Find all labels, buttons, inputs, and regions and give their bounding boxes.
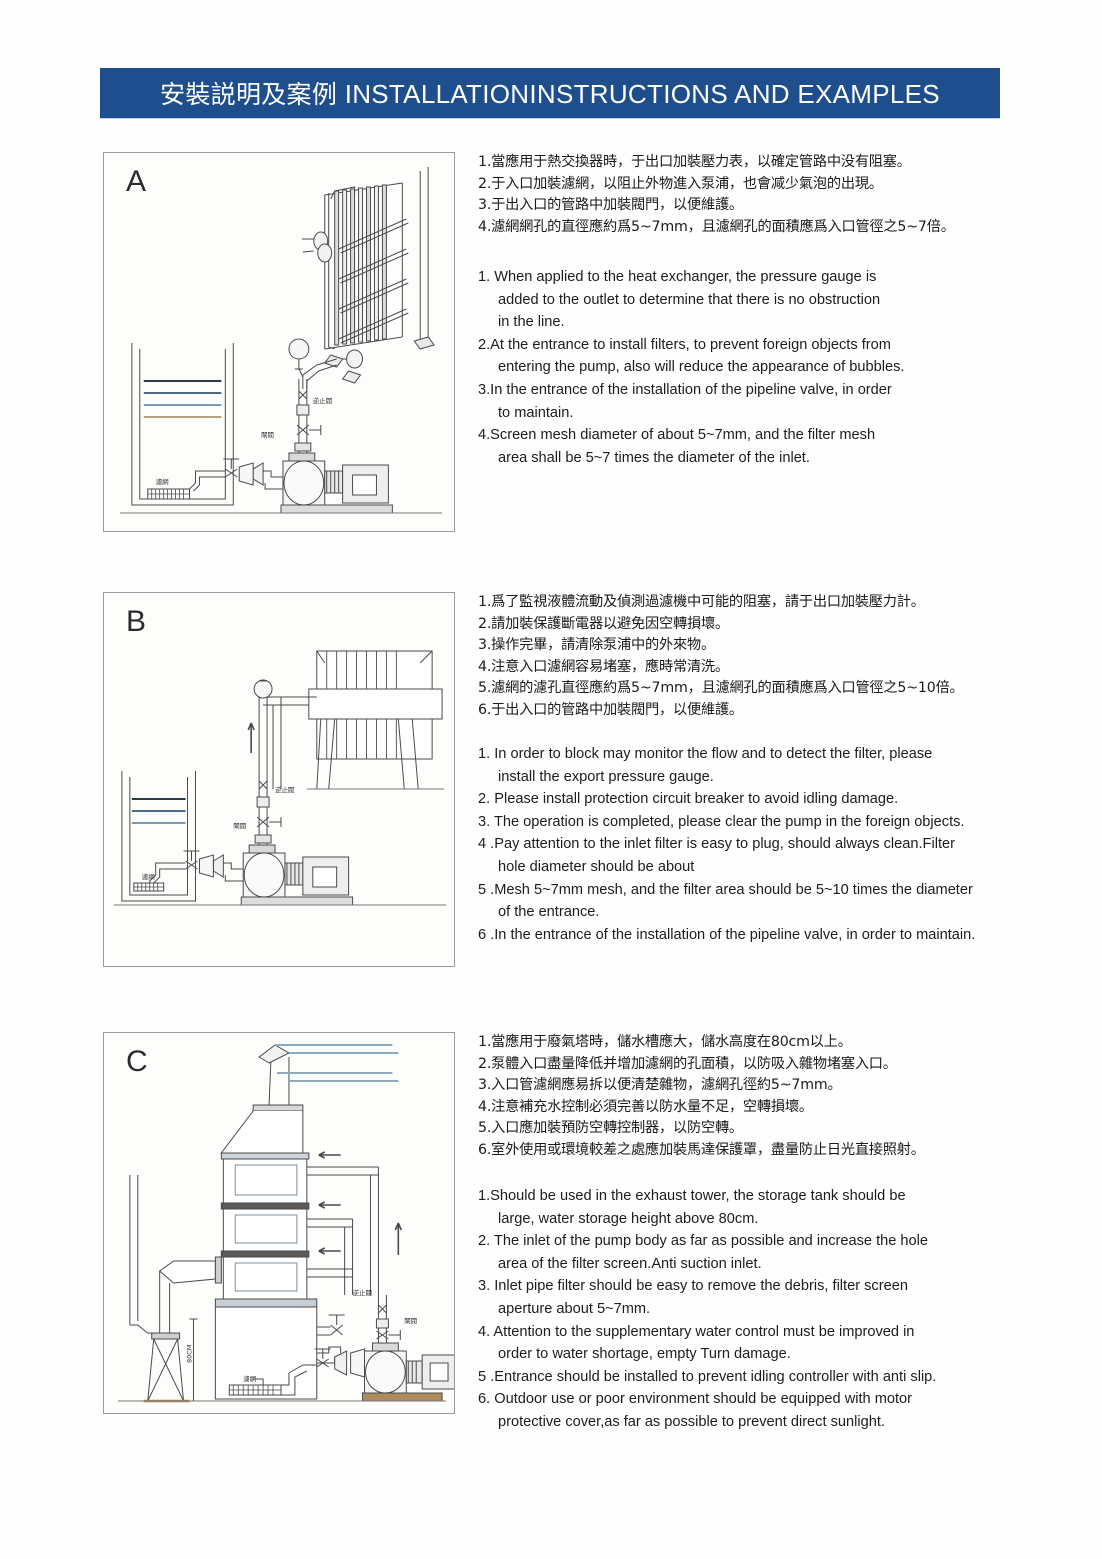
diagram-letter-a: A [126, 165, 147, 198]
instructions-cn-a: 1.當應用于熱交換器時，于出口加裝壓力表，以確定管路中没有阻塞。 2.于入口加裝… [478, 152, 1010, 238]
label-gate-valve-c: 閘閥 [404, 1317, 417, 1325]
diagram-box-b: B [103, 592, 455, 967]
section-c: C [0, 1032, 1102, 1430]
cn-item: 2.請加裝保護斷電器以避免因空轉損壞。 [478, 615, 729, 632]
cn-item: 5.入口應加裝預防空轉控制器，以防空轉。 [478, 1120, 743, 1136]
label-filter-screen-a: 濾網 [156, 477, 169, 486]
en-item: 5 .Mesh 5~7mm mesh, and the filter area … [478, 881, 973, 921]
label-check-valve-c: 逆止閥 [353, 1288, 372, 1297]
en-item: 6. Outdoor use or poor environment shoul… [478, 1391, 913, 1430]
spacer [478, 238, 1010, 266]
en-item: 3.In the entrance of the installation of… [478, 381, 892, 421]
cn-item: 3.于出入口的管路中加裝閥門，以便維護。 [478, 197, 743, 213]
cn-item: 6.于出入口的管路中加裝閥門，以便維護。 [478, 701, 743, 718]
cn-item: 1.當應用于廢氣塔時，儲水槽應大，儲水高度在80cm以上。 [478, 1034, 852, 1050]
diagram-letter-c: C [126, 1045, 148, 1078]
en-item: 2.At the entrance to install filters, to… [478, 336, 905, 376]
cn-item: 3.入口管濾網應易拆以便清楚雜物，濾網孔徑約5~7mm。 [478, 1077, 842, 1093]
label-filter-screen-b: 濾網 [142, 872, 155, 881]
label-filter-screen-c: 濾網 [243, 1374, 256, 1383]
instructions-cn-b: 1.爲了監視液體流動及偵測過濾機中可能的阻塞，請于出口加裝壓力計。 2.請加裝保… [478, 592, 1010, 721]
cn-item: 3.操作完畢，請清除泵浦中的外來物。 [478, 637, 715, 653]
instructions-en-a: 1. When applied to the heat exchanger, t… [478, 266, 1010, 469]
cn-item: 2.于入口加裝濾網，以阻止外物進入泵浦，也會减少氣泡的出現。 [478, 175, 883, 192]
en-item: 6 .In the entrance of the installation o… [478, 926, 976, 943]
cn-item: 6.室外使用或環境較差之處應加裝馬達保護罩，盡量防止日光直接照射。 [478, 1141, 925, 1158]
spacer [478, 1161, 1010, 1185]
label-gate-valve-b: 閘閥 [233, 822, 246, 830]
en-item: 1.Should be used in the exhaust tower, t… [478, 1188, 906, 1227]
label-check-valve-a: 逆止閥 [313, 396, 332, 405]
diagram-letter-b: B [126, 605, 147, 638]
en-item: 5 .Entrance should be installed to preve… [478, 1368, 937, 1385]
text-column-b: 1.爲了監視液體流動及偵測過濾機中可能的阻塞，請于出口加裝壓力計。 2.請加裝保… [478, 592, 1010, 946]
page-title: 安裝説明及案例 INSTALLATIONINSTRUCTIONS AND EXA… [160, 75, 940, 111]
diagram-box-a: A [103, 152, 455, 532]
spacer [478, 721, 1010, 743]
cn-item: 1.爲了監視液體流動及偵測過濾機中可能的阻塞，請于出口加裝壓力計。 [478, 594, 925, 610]
en-item: 4. Attention to the supplementary water … [478, 1323, 915, 1363]
en-item: 4.Screen mesh diameter of about 5~7mm, a… [478, 427, 876, 466]
diagram-c-illustration: 逆止閥 閘閥 濾網 80CM [104, 1033, 454, 1413]
diagram-box-c: C [103, 1032, 455, 1414]
en-item: 1. When applied to the heat exchanger, t… [478, 269, 881, 331]
section-a: A [0, 152, 1102, 532]
cn-item: 4.濾網網孔的直徑應約爲5~7mm，且濾網孔的面積應爲入口管徑之5~7倍。 [478, 218, 955, 235]
en-item: 3. The operation is completed, please cl… [478, 813, 965, 830]
instructions-en-b: 1. In order to block may monitor the flo… [478, 743, 1010, 946]
en-item: 3. Inlet pipe filter should be easy to r… [478, 1278, 908, 1317]
page-header-bar: 安裝説明及案例 INSTALLATIONINSTRUCTIONS AND EXA… [100, 68, 1000, 118]
page-title-cn: 安裝説明及案例 [160, 80, 338, 109]
diagram-b-illustration: 逆止閥 閘閥 濾網 [104, 593, 454, 966]
cn-item: 5.濾網的濾孔直徑應約爲5~7mm，且濾網孔的面積應爲入口管徑之5~10倍。 [478, 680, 964, 696]
diagram-a-illustration: 逆止閥 閘閥 濾網 [104, 153, 454, 531]
label-height-80cm: 80CM [186, 1345, 194, 1363]
en-item: 2. Please install protection circuit bre… [478, 791, 899, 808]
label-gate-valve-a: 閘閥 [261, 431, 274, 439]
label-check-valve-b: 逆止閥 [275, 785, 294, 794]
text-column-a: 1.當應用于熱交換器時，于出口加裝壓力表，以確定管路中没有阻塞。 2.于入口加裝… [478, 152, 1010, 469]
en-item: 4 .Pay attention to the inlet filter is … [478, 836, 955, 875]
cn-item: 2.泵體入口盡量降低并增加濾網的孔面積，以防吸入雜物堵塞入口。 [478, 1055, 897, 1072]
section-b: B [0, 592, 1102, 967]
cn-item: 1.當應用于熱交換器時，于出口加裝壓力表，以確定管路中没有阻塞。 [478, 154, 911, 170]
instructions-cn-c: 1.當應用于廢氣塔時，儲水槽應大，儲水高度在80cm以上。 2.泵體入口盡量降低… [478, 1032, 1010, 1161]
en-item: 2. The inlet of the pump body as far as … [478, 1233, 928, 1272]
cn-item: 4.注意補充水控制必須完善以防水量不足，空轉損壞。 [478, 1098, 813, 1115]
page-title-en: INSTALLATIONINSTRUCTIONS AND EXAMPLES [344, 79, 940, 109]
text-column-c: 1.當應用于廢氣塔時，儲水槽應大，儲水高度在80cm以上。 2.泵體入口盡量降低… [478, 1032, 1010, 1434]
instructions-en-c: 1.Should be used in the exhaust tower, t… [478, 1185, 1010, 1434]
cn-item: 4.注意入口濾網容易堵塞，應時常清洗。 [478, 658, 729, 675]
en-item: 1. In order to block may monitor the flo… [478, 746, 933, 785]
